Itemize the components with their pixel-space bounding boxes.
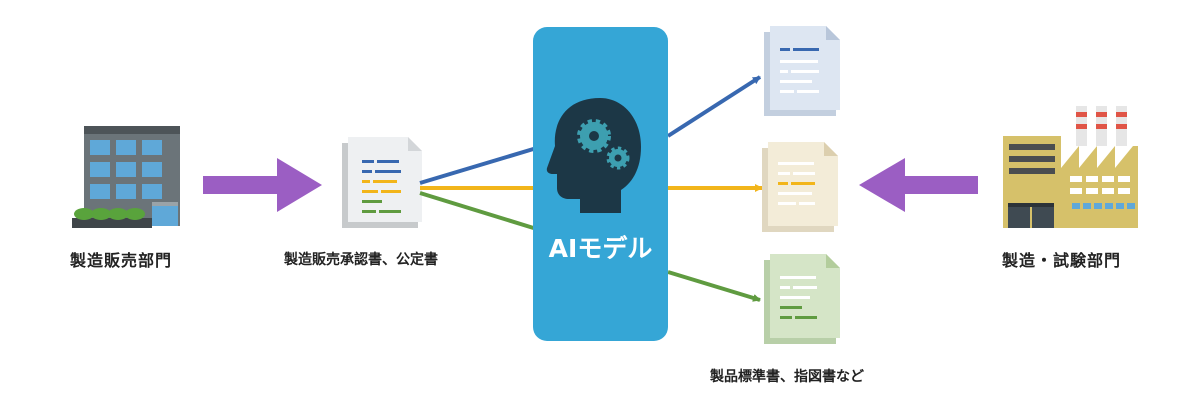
brain-head-icon bbox=[546, 98, 641, 213]
sales-department-label: 製造販売部門 bbox=[70, 251, 173, 270]
manufacturing-department-label: 製造・試験部門 bbox=[1002, 251, 1122, 270]
input-documents-label: 製造販売承認書、公定書 bbox=[284, 252, 438, 268]
input-document-icon bbox=[342, 137, 422, 228]
output-documents-label: 製品標準書、指図書など bbox=[710, 369, 864, 385]
input-arrow bbox=[203, 158, 322, 212]
output-document-green-icon bbox=[764, 254, 840, 344]
output-document-yellow-icon bbox=[762, 142, 838, 232]
output-document-blue-icon bbox=[764, 26, 840, 116]
ai-model-panel bbox=[533, 27, 668, 341]
connector-blue bbox=[419, 145, 541, 185]
office-building-icon bbox=[72, 126, 180, 228]
factory-icon bbox=[1003, 106, 1138, 228]
connector-green bbox=[419, 191, 541, 232]
output-arrow-green bbox=[667, 270, 761, 302]
gear-icon bbox=[577, 119, 630, 170]
ai-model-label: AIモデル bbox=[548, 234, 653, 263]
feedback-arrow bbox=[859, 158, 978, 212]
output-arrow-blue bbox=[666, 75, 762, 138]
